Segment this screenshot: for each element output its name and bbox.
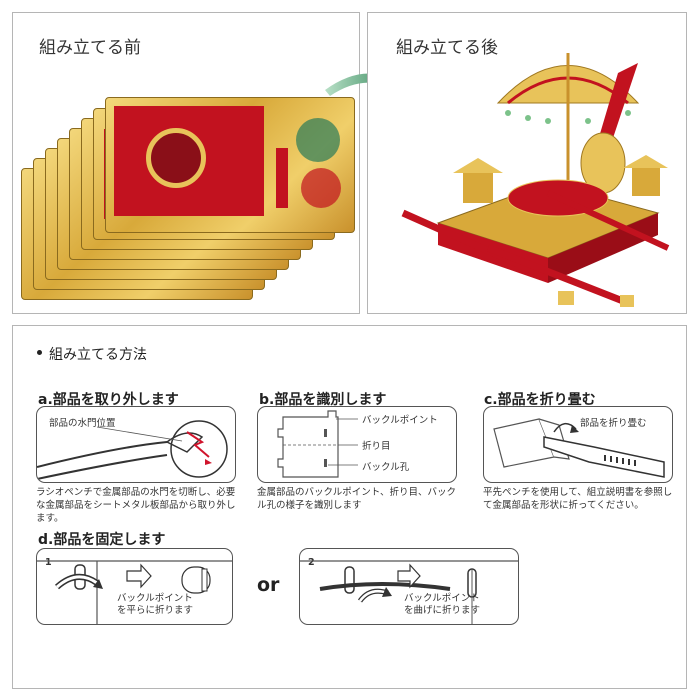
before-panel: 組み立てる前 [12, 12, 360, 314]
step-b-caption: 金属部品のバックルポイント、折り目、バックル孔の様子を識別します [257, 487, 457, 511]
step-d-title: d.部品を固定します [38, 532, 166, 548]
step-c-illustration: 部品を折り畳む [483, 406, 673, 483]
method-panel: 組み立てる方法 a.部品を取り外します 部品の水門位置 ラシオペンチで金属部品の… [12, 325, 687, 689]
step-b-label-hole: バックル孔 [362, 462, 410, 473]
or-separator: or [257, 574, 280, 596]
after-panel: 組み立てる後 [367, 12, 687, 314]
method-bullet-icon [37, 350, 42, 355]
step-d-option-2: 2 バックルポイント を曲げに折ります [299, 548, 519, 625]
step-b-illustration: バックルポイント 折り目 バックル孔 [257, 406, 457, 483]
step-d-option-2-number: 2 [308, 557, 315, 568]
step-d-option-1: 1 バックルポイント を平らに折ります [36, 548, 233, 625]
step-a-caption: ラシオペンチで金属部品の水門を切断し、必要な金属部品をシートメタル板部品から取り… [36, 487, 236, 524]
step-c-label: 部品を折り畳む [580, 418, 647, 429]
step-d-option-1-number: 1 [45, 557, 52, 568]
after-title: 組み立てる後 [396, 38, 498, 58]
step-b-label-fold: 折り目 [362, 441, 391, 452]
step-a-label: 部品の水門位置 [49, 418, 116, 429]
nipper-pliers-icon [37, 420, 228, 480]
step-d-option-1-text: バックルポイント を平らに折ります [117, 593, 194, 616]
assembled-model-image [401, 53, 670, 307]
step-c-title: c.部品を折り畳む [484, 392, 596, 408]
method-title: 組み立てる方法 [49, 347, 147, 363]
part-diagram-icon [277, 410, 358, 478]
bent-fold-icon [300, 560, 518, 624]
step-b-title: b.部品を識別します [259, 392, 387, 408]
before-title: 組み立てる前 [39, 38, 141, 58]
step-c-caption: 平先ペンチを使用して、組立説明書を参照して金属部品を形状に折ってください。 [483, 487, 673, 511]
step-b-label-buckle-point: バックルポイント [362, 415, 438, 426]
step-a-illustration: 部品の水門位置 [36, 406, 236, 483]
step-d-option-2-text: バックルポイント を曲げに折ります [404, 593, 481, 616]
step-a-title: a.部品を取り外します [38, 392, 179, 408]
flat-pliers-icon [493, 418, 665, 478]
flat-fold-icon [37, 560, 232, 624]
